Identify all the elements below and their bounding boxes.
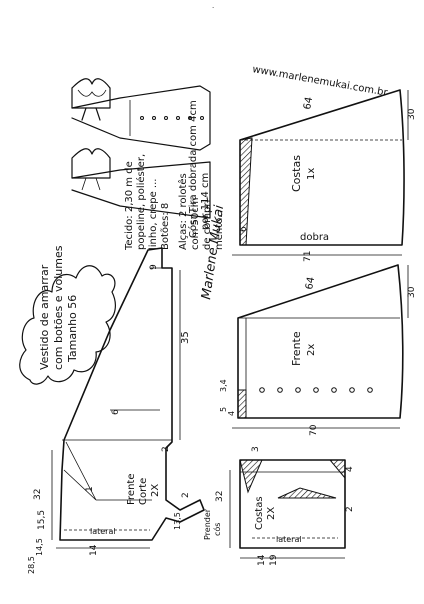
title-bubble: Vestido de amarrar com botões e volumes … (19, 245, 116, 385)
bodice-front-label: Frente (126, 474, 137, 505)
front-skirt-dim-length: 70 (309, 424, 319, 436)
bodice-front-piece: 35 6 9 2 32 15,5 14,5 28,5 14 13,5 1 2 l… (27, 247, 222, 574)
materials-straps-len-2: de compri- (202, 196, 213, 250)
bodice-back-label: Costas (254, 496, 265, 530)
bodice-front-dim-32: 32 (33, 489, 43, 500)
bodice-back-dim-3: 3 (251, 446, 261, 452)
front-skirt-piece: 70 64 30 3,4 5 4 Frente 2x (219, 264, 417, 436)
bodice-back-dim-32: 32 (215, 491, 225, 502)
materials-straps-len: com 50cm (190, 198, 201, 251)
bodice-front-dim-145: 14,5 (35, 538, 44, 556)
front-skirt-label: Frente (290, 331, 303, 366)
bodice-front-qty: 2X (150, 484, 161, 497)
bodice-front-dim-2b: 2 (181, 492, 191, 498)
materials-straps-len-3: mento. (214, 215, 225, 250)
bodice-back-dim-14: 14 (257, 554, 267, 566)
page-mark: · (212, 4, 214, 12)
materials-fabric-types-2: linho, crepe ... (148, 179, 159, 250)
bodice-front-note-2: cós (212, 523, 222, 536)
materials-fabric: Tecido: 2,30 m de (124, 161, 135, 251)
bodice-back-dim-2: 2 (345, 506, 355, 512)
title-line-1: Vestido de amarrar (38, 264, 51, 370)
belt-text: Cós: Tira dobrada com 4cm por 114 cm (187, 100, 211, 238)
front-skirt-dim-c: 4 (227, 411, 236, 416)
materials-fabric-types: popeline, poliéster, (135, 154, 147, 250)
front-button-2 (277, 387, 283, 393)
back-skirt-dim-length: 71 (303, 251, 313, 262)
front-skirt-dim-b: 5 (219, 407, 228, 412)
back-skirt-qty: 1x (306, 168, 317, 180)
bodice-back-qty: 2X (266, 507, 277, 520)
front-button-4 (313, 387, 319, 393)
back-skirt-dim-width: 30 (407, 108, 417, 120)
bodice-front-note: Prender (203, 508, 212, 540)
bodice-front-dim-14: 14 (89, 544, 99, 556)
materials-text: Tecido: 2,30 m de popeline, poliéster, l… (124, 154, 225, 251)
bodice-front-dim-155: 15,5 (37, 510, 47, 530)
bodice-back-dim-19: 19 (269, 554, 279, 566)
website: www.marlenemukai.com.br (251, 64, 389, 99)
bodice-back-piece: 32 14 19 3 2 4 lateral Costas 2X (215, 446, 355, 566)
front-skirt-dim-width: 30 (407, 286, 417, 298)
bodice-back-lateral: lateral (276, 535, 302, 544)
bodice-back-dim-4: 4 (345, 466, 355, 472)
front-button-3 (295, 387, 301, 393)
back-skirt-label: Costas (290, 155, 303, 192)
back-skirt-piece: dobra 71 64 30 6 Costas 1x (232, 89, 417, 262)
materials-belt-2: por 114 cm (200, 173, 211, 230)
bodice-front-label-2: Corte (138, 478, 149, 505)
bodice-front-dim-285: 28,5 (27, 556, 36, 574)
front-button-1 (259, 387, 265, 393)
materials-straps: Alças: 2 rolotês (177, 173, 189, 250)
front-button-7 (367, 387, 373, 393)
back-skirt-fold: dobra (300, 232, 329, 243)
title-line-2: com botões e volumes (52, 245, 65, 370)
bodice-front-dim-6: 6 (111, 409, 121, 415)
bodice-front-dim-9: 9 (149, 264, 159, 270)
front-button-6 (349, 387, 355, 393)
front-skirt-dim-diag: 64 (304, 276, 317, 290)
materials-buttons: Botões: 8 (160, 203, 171, 250)
front-skirt-qty: 2x (306, 344, 317, 356)
bodice-front-dim-1: 1 (85, 486, 95, 492)
front-skirt-dim-a: 3,4 (219, 379, 228, 392)
bodice-front-dim-135: 13,5 (173, 512, 182, 530)
website-text: www.marlenemukai.com.br (251, 64, 389, 99)
back-skirt-dim-small: 6 (239, 226, 249, 232)
back-skirt-dim-diag: 64 (302, 96, 315, 110)
materials-belt: Cós: Tira dobrada com 4cm (187, 100, 199, 238)
bodice-front-dim-35: 35 (180, 331, 191, 344)
bodice-front-lateral: lateral (90, 527, 116, 536)
front-button-5 (331, 387, 337, 393)
bodice-front-dim-2: 2 (161, 446, 171, 452)
dress-illustration (71, 78, 211, 219)
title-line-3: Tamanho 56 (66, 295, 79, 363)
